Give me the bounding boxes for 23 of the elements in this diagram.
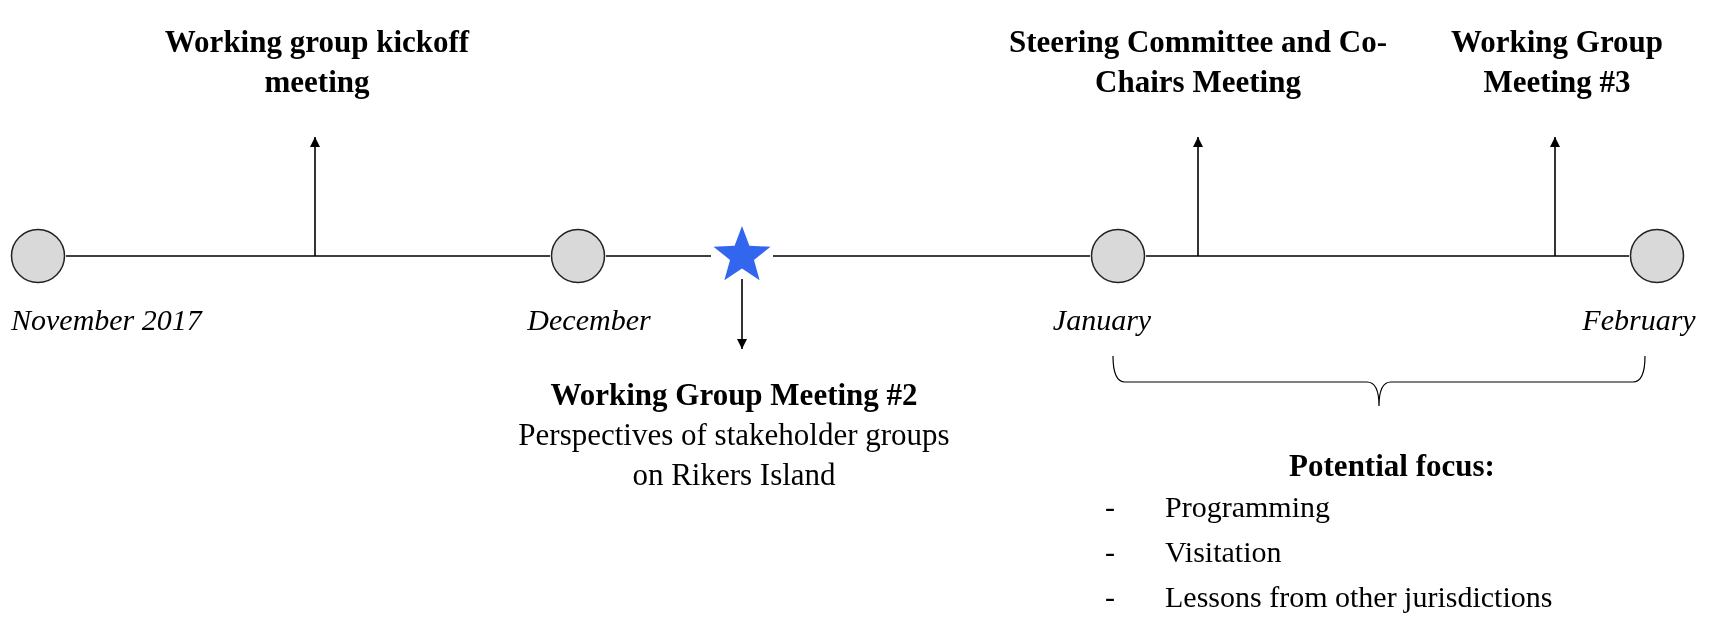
date-label: February bbox=[1582, 302, 1696, 338]
event-description: Perspectives of stakeholder groups on Rikers Island bbox=[517, 416, 951, 494]
event-title: Working Group Meeting #3 bbox=[1449, 23, 1665, 101]
event-title: Working group kickoff meeting bbox=[163, 23, 471, 101]
date-label: January bbox=[1052, 302, 1152, 338]
timeline-line bbox=[605, 255, 712, 257]
list-dash: - bbox=[1105, 579, 1115, 615]
event-title: Steering Committee and Co-Chairs Meeting bbox=[1008, 23, 1388, 101]
event-title: Working Group Meeting #2 bbox=[549, 376, 919, 414]
timeline-line bbox=[772, 255, 1091, 257]
list-item: Lessons from other jurisdictions bbox=[1165, 579, 1553, 615]
timeline-line bbox=[65, 255, 551, 257]
focus-heading: Potential focus: bbox=[1289, 447, 1495, 485]
list-item: Programming bbox=[1165, 489, 1330, 525]
list-item: Visitation bbox=[1165, 534, 1282, 570]
list-dash: - bbox=[1105, 489, 1115, 525]
arrow bbox=[310, 136, 320, 257]
date-label: December bbox=[527, 302, 651, 338]
timeline-line bbox=[1145, 255, 1630, 257]
arrow bbox=[1193, 136, 1203, 257]
list-dash: - bbox=[1105, 534, 1115, 570]
arrow bbox=[1550, 136, 1560, 257]
date-label: November 2017 bbox=[11, 302, 202, 338]
